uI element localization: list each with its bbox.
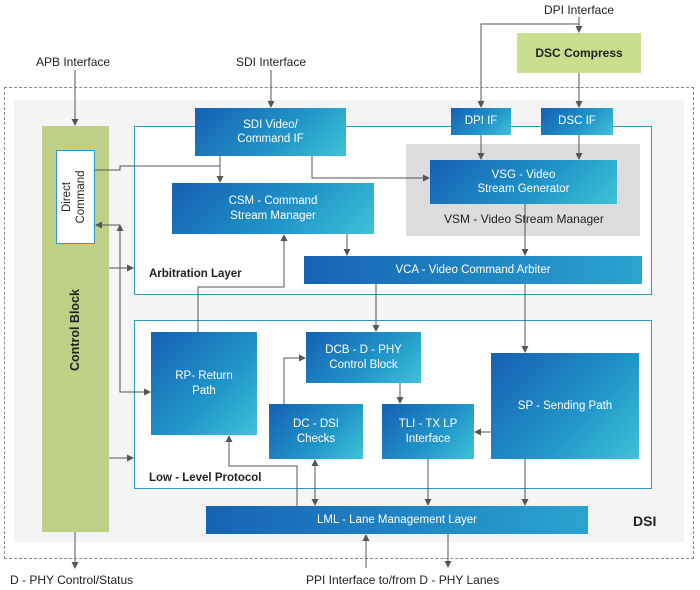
apb-interface-label: APB Interface [36, 55, 111, 69]
dpi-interface-label: DPI Interface [544, 3, 615, 17]
rp-to-csm-line [197, 234, 288, 332]
sp-block: SP - Sending Path [491, 353, 639, 459]
sdi-interface-label: SDI Interface [236, 55, 307, 69]
csm-block: CSM - Command Stream Manager [172, 183, 374, 234]
dphy-control-status-label: D - PHY Control/Status [10, 573, 134, 587]
ppi-interface-label: PPI Interface to/from D - PHY Lanes [306, 573, 500, 587]
dpi-if-block: DPI IF [451, 108, 511, 135]
direct-command-box [56, 150, 95, 244]
dc-block: DC - DSI Checks [269, 404, 363, 459]
dsi-label: DSI [633, 513, 657, 529]
vca-block: VCA - Video Command Arbiter [304, 256, 642, 284]
sdi-video-command-if-block: SDI Video/ Command IF [195, 108, 346, 156]
arbitration-layer-label: Arbitration Layer [149, 268, 242, 280]
vsg-block: VSG - Video Stream Generator [430, 160, 617, 204]
sdiif-to-vsg-line [311, 156, 430, 182]
dc-to-dcb-line [283, 354, 306, 404]
dsi-outer-boundary [4, 87, 694, 559]
rp-block: RP- Return Path [151, 332, 257, 435]
dsc-compress-block: DSC Compress [517, 33, 641, 73]
direct-to-csm-line [95, 165, 220, 171]
lml-to-rp-line [225, 435, 298, 506]
low-level-protocol-label: Low - Level Protocol [149, 472, 262, 484]
dpi-to-dpiif-line [477, 17, 580, 108]
lml-block: LML - Lane Management Layer [206, 506, 588, 534]
direct-to-rp-line [116, 224, 151, 396]
dsc-if-block: DSC IF [541, 108, 613, 135]
vsm-label: VSM - Video Stream Manager [444, 212, 604, 226]
tli-block: TLI - TX LP Interface [382, 404, 474, 459]
dcb-block: DCB - D - PHY Control Block [306, 332, 421, 383]
